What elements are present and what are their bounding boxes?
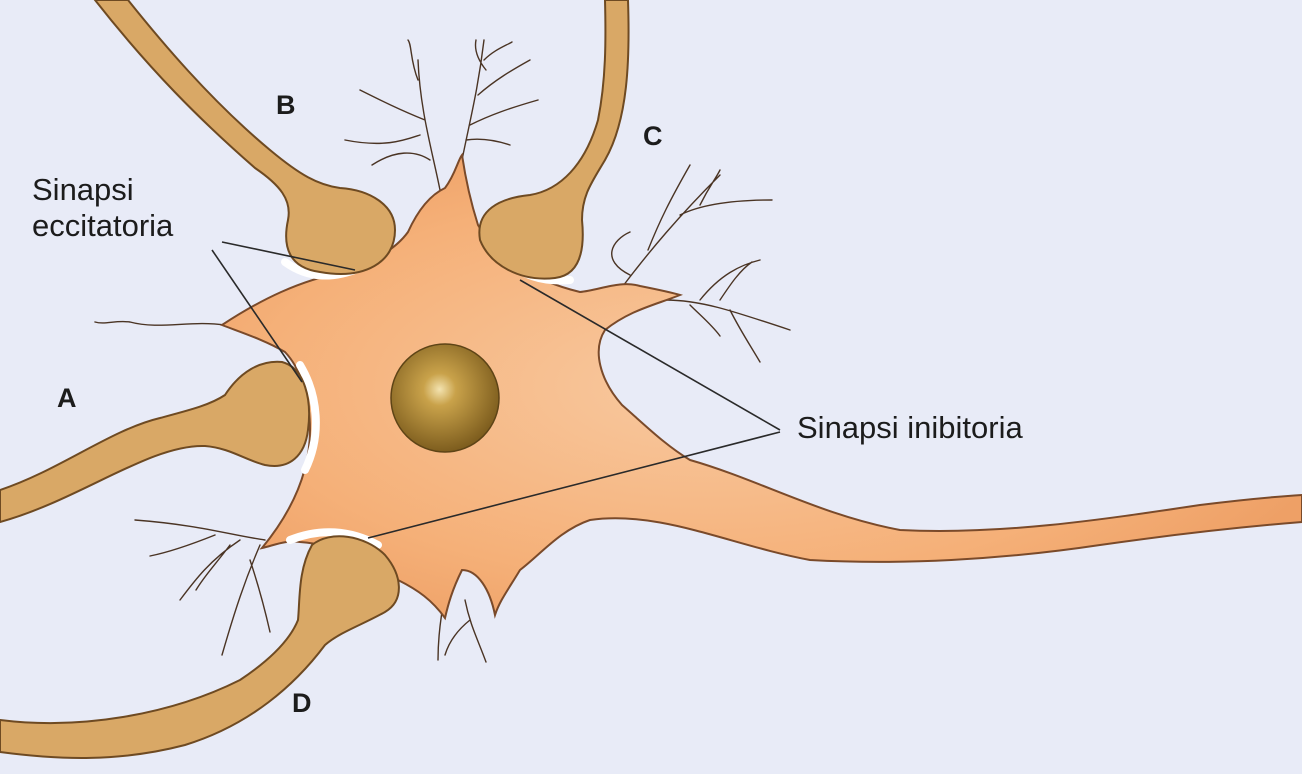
excitatory-synapse-label-line1: Sinapsi: [32, 172, 134, 207]
leader-excitatory-b: [221, 241, 356, 271]
leader-lines: [211, 241, 781, 539]
axon-c: [478, 0, 630, 280]
axon-d: [0, 535, 400, 759]
axon-a-label: A: [57, 383, 77, 413]
leader-inhibitory-d: [367, 431, 781, 539]
excitatory-synapse-label-line2: eccitatoria: [32, 208, 174, 243]
axon-c-label: C: [643, 121, 663, 151]
axon-b: [93, 0, 397, 275]
inhibitory-synapse-label: Sinapsi inibitoria: [797, 410, 1023, 445]
axon-d-label: D: [292, 688, 312, 718]
excitatory-synapse-label: Sinapsi eccitatoria: [32, 172, 173, 244]
axon-a: [0, 360, 311, 524]
leader-excitatory-a: [211, 249, 303, 383]
leader-inhibitory-c: [519, 279, 781, 431]
axon-b-label: B: [276, 90, 296, 120]
nucleus: [390, 343, 500, 453]
